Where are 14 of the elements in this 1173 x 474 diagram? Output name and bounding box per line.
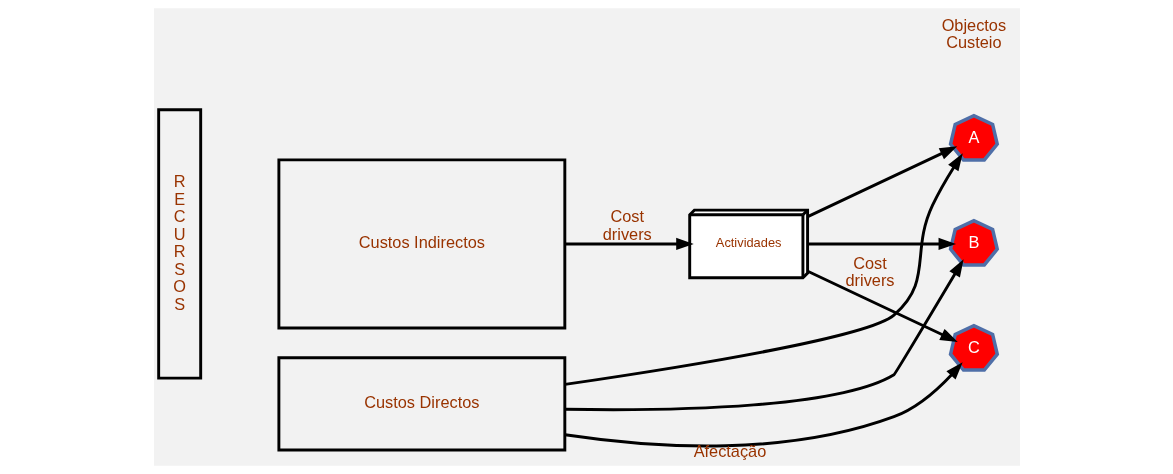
- arrow: [564, 362, 963, 448]
- edge-label: Cost drivers: [845, 253, 895, 290]
- arrow: [564, 237, 694, 251]
- arrow: [564, 153, 963, 386]
- arrow: [806, 269, 958, 342]
- node-box: R E C U R S O S: [156, 108, 202, 380]
- arrow: [806, 146, 957, 218]
- arrow: [564, 259, 964, 412]
- node-box: Custos Directos: [276, 356, 566, 452]
- arrow: [807, 237, 956, 251]
- node-box: Custos Indirectos: [276, 158, 566, 330]
- label: Objectos Custeio: [941, 15, 1006, 52]
- edge-label: Cost drivers: [602, 207, 652, 243]
- edge-label: Afectação: [693, 441, 766, 460]
